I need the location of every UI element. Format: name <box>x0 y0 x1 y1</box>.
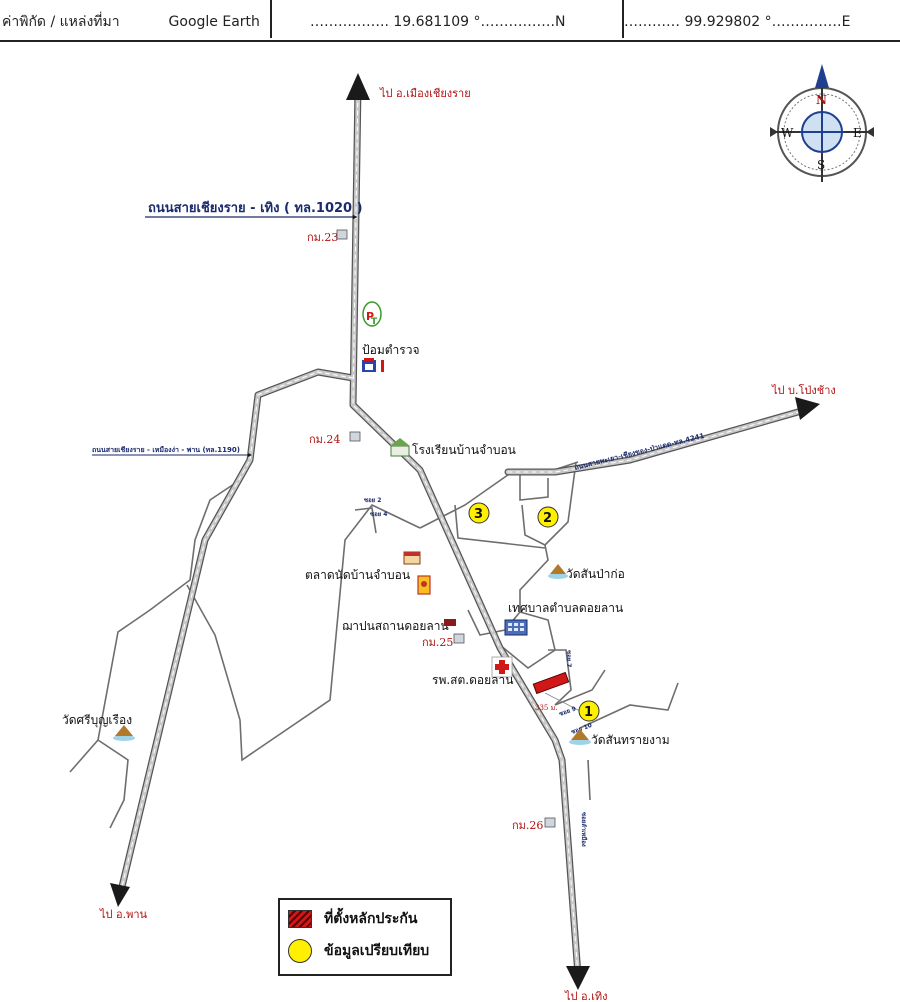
school-label: โรงเรียนบ้านจำบอน <box>412 443 516 457</box>
soi-2-label: ซอย 2 <box>364 497 381 504</box>
compass-rose: N E S W <box>770 64 874 182</box>
compass-s: S <box>817 158 825 172</box>
compass-e: E <box>853 126 862 140</box>
km-post-icon <box>544 817 556 828</box>
comparison-swatch <box>288 939 312 963</box>
police-box-label: ป้อมตำรวจ <box>362 343 419 357</box>
coordinate-source: Google Earth <box>168 14 260 30</box>
hospital-label: รพ.สต.ดอยลาน <box>432 673 513 687</box>
collateral-location-marker <box>532 671 570 695</box>
distance-line <box>544 692 583 713</box>
longitude-value: ………… 99.929802 °……………E <box>624 14 851 30</box>
market-label: ตลาดนัดบ้านจำบอน <box>305 568 410 582</box>
collateral-swatch <box>288 910 312 928</box>
map-legend: ที่ตั้งหลักประกัน ข้อมูลเปรียบเทียบ <box>278 898 452 976</box>
svg-text:1: 1 <box>584 705 593 720</box>
gas-pump-icon <box>417 575 431 595</box>
header-label-cell: ค่าพิกัด / แหล่งที่มา Google Earth <box>0 0 272 38</box>
temple-icon <box>569 729 591 745</box>
east-road-label: ถนนสายพะเยา-เชียงของ-ป่าแดด-ทล.4241 <box>574 432 706 472</box>
destination-east: ไป บ.โป่งช้าง <box>771 383 836 397</box>
municipality-building-icon <box>504 619 528 636</box>
hospital-cross-icon <box>491 656 513 678</box>
header-bar: ค่าพิกัด / แหล่งที่มา Google Earth ……………… <box>0 0 900 42</box>
police-box-icon <box>362 358 384 372</box>
legend-collateral-label: ที่ตั้งหลักประกัน <box>324 911 418 927</box>
coordinate-label: ค่าพิกัด / แหล่งที่มา <box>2 14 120 30</box>
soi-9-label: ซอย 9 <box>558 705 577 718</box>
direction-arrows <box>110 73 820 990</box>
highways <box>116 83 809 979</box>
gas-station-pt-icon: P T <box>362 301 382 327</box>
km-post-icon <box>336 229 348 240</box>
soi-7-label: ซอย 7 <box>565 650 572 667</box>
svg-text:3: 3 <box>474 507 483 522</box>
km-post-icon <box>453 633 465 644</box>
compass-n: N <box>816 93 827 107</box>
legend-comparison-label: ข้อมูลเปรียบเทียบ <box>324 943 430 959</box>
crematorium-icon <box>444 619 456 626</box>
arrow-east-icon <box>795 397 820 420</box>
west-road-label: ถนนสายเชียงราย - เหมืองง่า - พาน (ทล.119… <box>92 446 240 454</box>
longitude-cell: ………… 99.929802 °……………E <box>584 0 900 38</box>
svg-text:T: T <box>371 317 378 327</box>
arrow-south-icon <box>566 966 590 990</box>
main-road-label: ถนนสายเชียงราย - เทิง ( ทล.1020 ) <box>148 200 363 216</box>
temple-sriboon-label: วัดศรีบุญเรือง <box>62 713 132 728</box>
destination-south: ไป อ.เทิง <box>564 990 608 1002</box>
svg-text:2: 2 <box>543 511 552 526</box>
crematorium-label: ฌาปนสถานดอยลาน <box>342 619 449 633</box>
km-post-icon <box>349 431 361 442</box>
temple-icon <box>113 725 135 741</box>
comparable-marker-2: 2 <box>537 506 559 528</box>
destination-southwest: ไป อ.พาน <box>99 908 148 921</box>
legend-row-collateral: ที่ตั้งหลักประกัน <box>288 906 417 932</box>
arrow-north-icon <box>346 73 370 100</box>
soi-4-label: ซอย 4 <box>370 511 387 518</box>
km-marker-25: กม.25 <box>422 636 453 649</box>
market-icon <box>403 551 421 565</box>
km-marker-24: กม.24 <box>309 433 340 446</box>
svg-text:P: P <box>366 310 374 323</box>
km-marker-23: กม.23 <box>307 231 338 244</box>
temple-sanpako-label: วัดสันป่าก่อ <box>566 567 625 581</box>
latitude-value: …………….. 19.681109 °…………….N <box>310 14 566 30</box>
temple-sansai-label: วัดสันทรายงาม <box>591 733 670 747</box>
location-map: ถนนสายเชียงราย - เทิง ( ทล.1020 ) ถนนสาย… <box>62 64 874 1002</box>
comparable-marker-3: 3 <box>468 502 490 524</box>
soi-south-label: ซอยลำเหมือง <box>580 812 588 847</box>
destination-north: ไป อ.เมืองเชียงราย <box>379 87 471 100</box>
temple-icon <box>548 564 568 579</box>
north-arrow-icon <box>815 64 829 88</box>
arrow-southwest-icon <box>110 883 130 907</box>
comparable-marker-1: 1 <box>578 700 600 722</box>
school-icon <box>390 438 410 457</box>
municipality-label: เทศบาลตำบลดอยลาน <box>508 601 623 615</box>
km-marker-26: กม.26 <box>512 819 543 832</box>
legend-row-comparison: ข้อมูลเปรียบเทียบ <box>288 938 429 964</box>
compass-w: W <box>781 126 794 140</box>
latitude-cell: …………….. 19.681109 °…………….N <box>270 0 624 38</box>
distance-label: 335 ม. <box>535 704 557 712</box>
